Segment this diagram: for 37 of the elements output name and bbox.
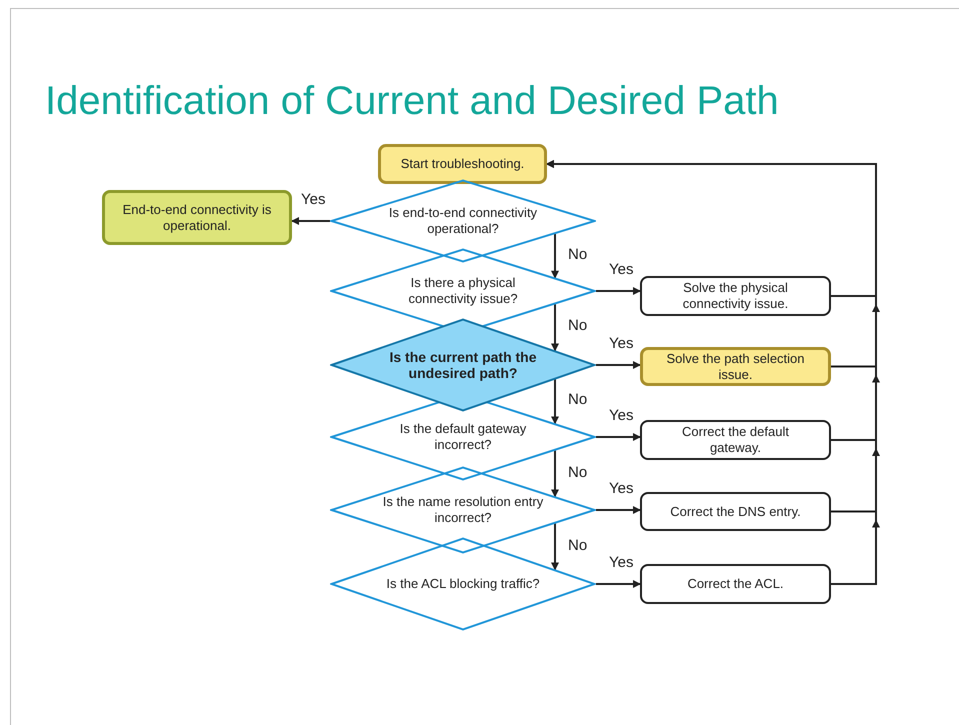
arrow bbox=[551, 380, 559, 424]
arrow bbox=[596, 506, 641, 514]
process-box bbox=[640, 564, 831, 604]
decision-text: Is end-to-end connectivity operational? bbox=[388, 205, 538, 237]
arrow bbox=[551, 304, 559, 352]
box-text: Correct the DNS entry. bbox=[669, 504, 802, 520]
box-text: Solve the path selection issue. bbox=[665, 350, 806, 382]
box-text: Correct the ACL. bbox=[686, 576, 785, 592]
decision-text: Is the default gateway incorrect? bbox=[398, 421, 528, 453]
box-text: End-to-end connectivity is operational. bbox=[122, 202, 272, 234]
process-box bbox=[640, 420, 831, 460]
decision-text: Is there a physical connectivity issue? bbox=[407, 275, 519, 307]
decision-diamond bbox=[330, 179, 596, 263]
process-box bbox=[102, 190, 292, 245]
decision-text: Is the current path the undesired path? bbox=[388, 349, 538, 381]
decision-text: Is the name resolution entry incorrect? bbox=[382, 494, 544, 526]
process-box bbox=[640, 347, 831, 386]
box-text: Start troubleshooting. bbox=[400, 156, 526, 172]
decision-diamond bbox=[330, 318, 596, 412]
box-text: Correct the default gateway. bbox=[681, 424, 790, 456]
arrow bbox=[551, 234, 559, 279]
process-box bbox=[640, 492, 831, 531]
decision-text: Is the ACL blocking traffic? bbox=[385, 576, 541, 592]
arrow bbox=[596, 287, 641, 295]
arrow bbox=[551, 524, 559, 570]
arrow bbox=[596, 433, 641, 441]
arrow bbox=[551, 450, 559, 498]
arrow bbox=[596, 580, 641, 588]
arrow bbox=[596, 361, 641, 369]
decision-diamond bbox=[330, 537, 596, 631]
process-box bbox=[378, 144, 547, 184]
box-text: Solve the physical connectivity issue. bbox=[682, 280, 790, 312]
process-box bbox=[640, 276, 831, 316]
decision-diamond bbox=[330, 466, 596, 554]
arrow bbox=[546, 160, 877, 585]
title: Identification of Current and Desired Path bbox=[45, 78, 779, 125]
arrow bbox=[291, 217, 330, 225]
